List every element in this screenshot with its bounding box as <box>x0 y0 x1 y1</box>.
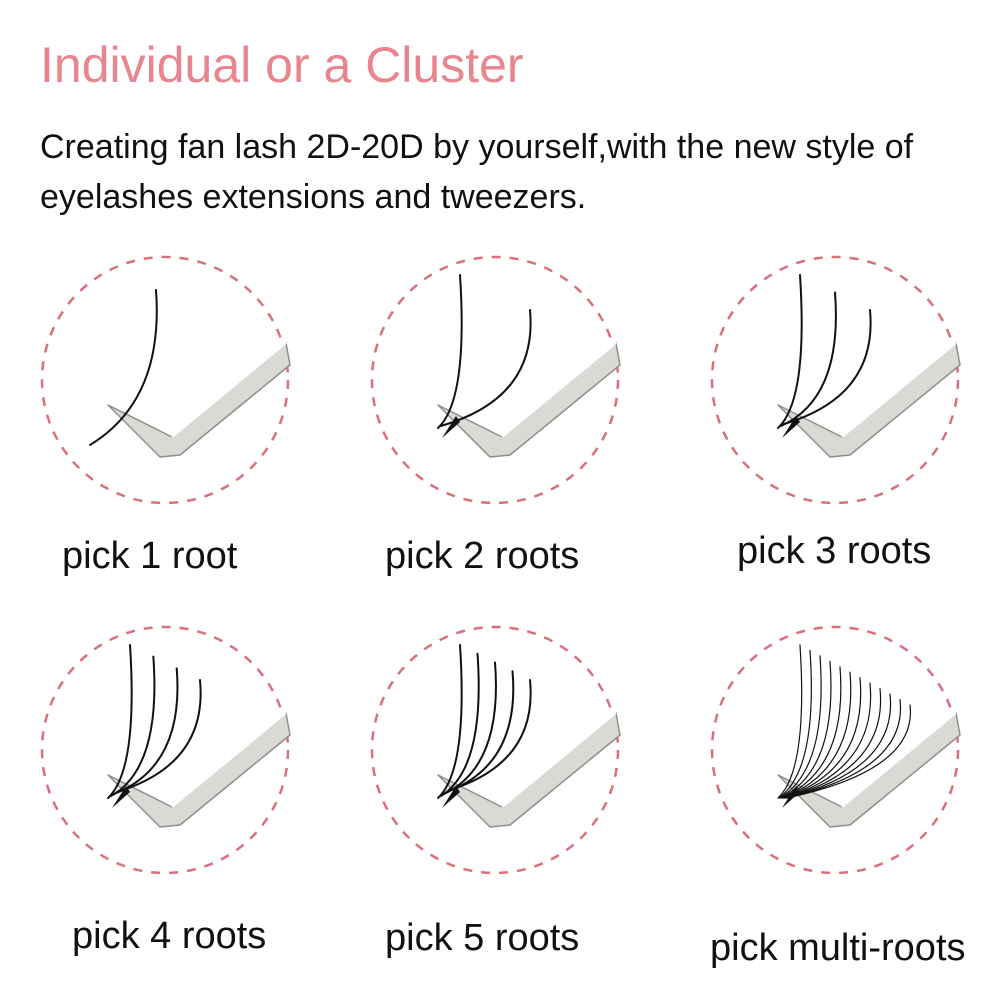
lash-strand <box>440 309 532 427</box>
tweezer-icon <box>107 712 291 828</box>
option-caption: pick 2 roots <box>385 535 580 577</box>
tweezer-icon <box>437 342 621 458</box>
tweezer-highlight <box>501 342 617 438</box>
lash-root-base <box>782 416 800 438</box>
lash-strand <box>116 679 202 793</box>
lash-strand <box>777 274 803 429</box>
lash-strand <box>777 644 803 799</box>
lash-option-card: pick 5 roots <box>370 625 690 985</box>
lash-strand <box>783 682 872 799</box>
page-subtitle: Creating fan lash 2D-20D by yourself,wit… <box>40 128 914 216</box>
tweezer-icon <box>437 712 621 828</box>
lash-strand <box>113 667 179 795</box>
tweezer-icon <box>777 342 961 458</box>
option-caption: pick 1 root <box>62 535 238 577</box>
page-title: Individual or a Cluster <box>40 37 524 93</box>
lash-strand <box>786 704 912 799</box>
tweezer-highlight <box>841 342 957 438</box>
lash-root-base <box>782 786 800 808</box>
tweezer-illustration <box>370 625 621 875</box>
tweezer-illustration <box>370 255 621 505</box>
lash-strand <box>780 291 837 427</box>
lash-strand <box>437 274 463 429</box>
dashed-circle-frame <box>370 625 620 875</box>
lash-strand <box>437 644 463 799</box>
lash-strand <box>778 649 812 799</box>
lash-strand <box>446 670 515 793</box>
tweezer-illustration <box>40 625 291 875</box>
lash-root-base <box>112 786 130 808</box>
tweezer-illustration <box>710 255 961 505</box>
lash-strand <box>782 677 862 799</box>
lash-strand <box>107 644 133 799</box>
tweezer-highlight <box>841 712 957 808</box>
lash-strand <box>89 289 158 446</box>
dashed-circle-frame <box>710 625 960 875</box>
option-caption: pick 3 roots <box>737 530 932 572</box>
lash-strand <box>110 655 156 797</box>
lash-strand <box>785 698 902 799</box>
dashed-circle-frame <box>40 625 290 875</box>
lash-option-card: pick 3 roots <box>710 255 1000 615</box>
tweezer-illustration <box>710 625 961 875</box>
lash-strand <box>779 660 832 799</box>
lash-root-base <box>442 786 460 808</box>
lash-strand <box>443 661 497 795</box>
option-caption: pick multi-roots <box>710 927 966 969</box>
lash-option-card: pick 4 roots <box>40 625 360 985</box>
dashed-circle-frame <box>370 255 620 505</box>
dashed-circle-frame <box>710 255 960 505</box>
lash-strand <box>440 652 480 797</box>
lash-option-card: pick 2 roots <box>370 255 690 615</box>
tweezer-illustration <box>40 255 291 505</box>
lash-root-base <box>442 416 460 438</box>
lash-strand <box>449 679 532 791</box>
lash-strand <box>779 655 822 799</box>
tweezer-highlight <box>171 342 287 438</box>
option-caption: pick 4 roots <box>72 915 267 957</box>
option-caption: pick 5 roots <box>385 917 580 959</box>
tweezer-highlight <box>501 712 617 808</box>
lash-strand <box>783 309 872 425</box>
lash-strand <box>783 688 882 799</box>
dashed-circle-frame <box>40 255 290 505</box>
lash-strand <box>784 693 892 799</box>
lash-option-card: pick multi-roots <box>710 625 1000 985</box>
tweezer-highlight <box>171 712 287 808</box>
lash-option-card: pick 1 root <box>40 255 360 615</box>
